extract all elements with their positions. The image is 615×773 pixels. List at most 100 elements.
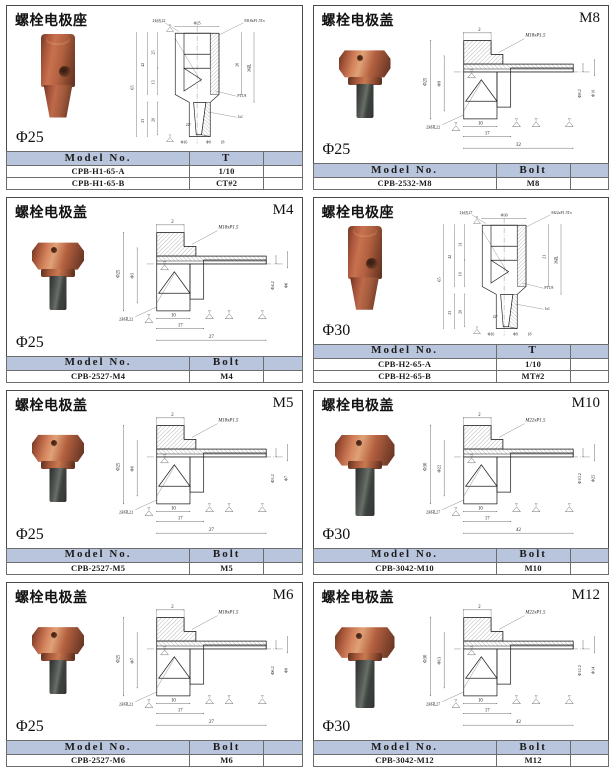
cell-value: CT#2 [189, 177, 265, 191]
header-spacer [263, 355, 303, 371]
svg-text:36孔: 36孔 [246, 64, 252, 72]
svg-text:2对孔27: 2对孔27 [425, 700, 439, 706]
svg-text:20: 20 [457, 310, 462, 314]
product-photo [328, 609, 402, 712]
panel-size-code: M12 [571, 586, 600, 603]
panel-title: 螺栓电极盖 [321, 397, 394, 414]
cap-hex-head-shape [334, 627, 395, 658]
cap-hex-head-shape [338, 50, 391, 78]
svg-text:▽: ▽ [515, 694, 519, 698]
svg-text:▽: ▽ [208, 502, 212, 506]
product-photo [328, 417, 402, 520]
cell-value: M8 [495, 177, 571, 191]
svg-text:31: 31 [457, 243, 462, 247]
svg-text:▽: ▽ [228, 310, 232, 314]
svg-text:▽: ▽ [515, 118, 519, 122]
svg-text:10: 10 [478, 122, 483, 127]
panel-drawing-area: 螺栓电极盖 M5 [6, 389, 303, 548]
cap-collar-shape [347, 76, 382, 85]
svg-text:▽: ▽ [454, 698, 458, 702]
technical-drawing: 65 42 31 10 23 20 21 36孔 Φ30 Φ16 Φ9 18 M… [409, 206, 605, 337]
panel-diameter-label: Φ25 [16, 129, 44, 147]
svg-text:Φ25: Φ25 [194, 21, 201, 26]
panel-drawing-area: 螺栓电极盖 M6 [6, 581, 303, 740]
table-row: CPB-2527-M6 M6 [5, 754, 303, 767]
svg-text:▽: ▽ [470, 69, 474, 73]
cell-spacer [569, 561, 610, 575]
svg-text:2对孔22: 2对孔22 [119, 700, 133, 706]
svg-text:▽: ▽ [534, 502, 538, 506]
product-panel: 螺栓电极盖 M4 [4, 194, 305, 386]
table-body: CPB-H1-65-A 1/10 CPB-H1-65-B CT#2 [5, 165, 303, 191]
cap-collar-shape [41, 653, 75, 662]
table-row: CPB-2527-M5 M5 [5, 561, 303, 575]
table-body: CPB-3042-M12 M12 [312, 754, 610, 767]
panel-drawing-area: 螺栓电极盖 M8 [312, 5, 609, 164]
header-model-no: Model No. [312, 740, 497, 755]
header-value: Bolt [189, 355, 265, 371]
svg-text:42: 42 [140, 63, 145, 67]
technical-drawing: Φ25 Φ6 Φ5.2 Φ7 2 10 17 27 M18xP1.5 2对孔22… [102, 399, 298, 542]
header-value: Bolt [495, 163, 571, 179]
cell-model: CPB-H2-65-A [312, 357, 497, 371]
svg-text:▽: ▽ [470, 645, 474, 649]
cap-hex-head-shape [32, 242, 84, 270]
svg-text:42: 42 [516, 720, 521, 725]
table-row: CPB-2527-M4 M4 [5, 369, 303, 383]
spec-table: Model No. Bolt CPB-2532-M8 M8 [312, 163, 610, 191]
spec-table: Model No. T CPB-H2-65-A 1/10 CPB-H2-65-B… [312, 343, 610, 383]
product-panel: 螺栓电极盖 M12 [311, 579, 612, 771]
product-photo-stage [21, 28, 95, 123]
cap-hex-head-shape [32, 627, 84, 655]
svg-text:18: 18 [221, 141, 225, 145]
svg-text:Φ10: Φ10 [590, 90, 595, 97]
svg-text:▽: ▽ [470, 453, 474, 457]
svg-text:Φ10.2: Φ10.2 [577, 473, 582, 484]
cap-bolt-shaft-shape [49, 275, 67, 310]
svg-text:Φ9: Φ9 [436, 80, 441, 86]
svg-text:21: 21 [541, 255, 546, 259]
header-value: T [495, 343, 571, 359]
product-panel: 螺栓电极盖 M8 [311, 2, 612, 194]
cap-dimple-shape [50, 439, 57, 446]
svg-text:Φ14: Φ14 [590, 666, 595, 674]
svg-text:17: 17 [484, 132, 489, 137]
svg-text:PT1/8: PT1/8 [237, 94, 246, 98]
cap-hex-head-shape [334, 435, 395, 466]
svg-text:▽: ▽ [148, 506, 152, 510]
table-body: CPB-2527-M6 M6 [5, 754, 303, 767]
svg-text:Φ9: Φ9 [513, 333, 518, 337]
svg-text:Φ5: Φ5 [129, 272, 134, 278]
table-row: CPB-H2-65-A 1/10 [312, 357, 610, 371]
header-model-no: Model No. [5, 740, 191, 755]
product-photo-stage [328, 609, 402, 712]
cap-dimple-shape [356, 440, 363, 447]
product-photo [328, 32, 402, 135]
panel-title: 螺栓电极盖 [321, 13, 394, 29]
svg-text:27: 27 [209, 528, 214, 533]
svg-text:2对孔27: 2对孔27 [425, 508, 439, 514]
svg-text:M18xP1.5Tx: M18xP1.5Tx [244, 19, 264, 23]
cell-spacer [263, 754, 303, 767]
product-photo [328, 220, 402, 315]
table-body: CPB-2527-M5 M5 [5, 561, 303, 575]
table-row: CPB-H1-65-B CT#2 [5, 177, 303, 191]
svg-text:▽: ▽ [261, 694, 265, 698]
cell-spacer [263, 561, 303, 575]
table-body: CPB-3042-M10 M10 [312, 561, 610, 575]
cell-spacer [569, 357, 610, 371]
svg-text:M18xP1.5: M18xP1.5 [524, 34, 546, 39]
header-value: Bolt [495, 547, 571, 563]
svg-text:17: 17 [178, 324, 183, 329]
svg-text:▽: ▽ [228, 502, 232, 506]
panel-diameter-label: Φ25 [322, 141, 351, 159]
table-header-row: Model No. T [312, 343, 610, 359]
product-photo-stage [21, 609, 95, 712]
svg-text:10: 10 [171, 314, 176, 319]
svg-text:Φ9: Φ9 [206, 141, 211, 145]
spec-table: Model No. Bolt CPB-2527-M6 M6 [5, 740, 303, 767]
panel-size-code: M10 [571, 394, 600, 411]
header-model-no: Model No. [312, 343, 497, 359]
cap-collar-shape [347, 653, 382, 662]
